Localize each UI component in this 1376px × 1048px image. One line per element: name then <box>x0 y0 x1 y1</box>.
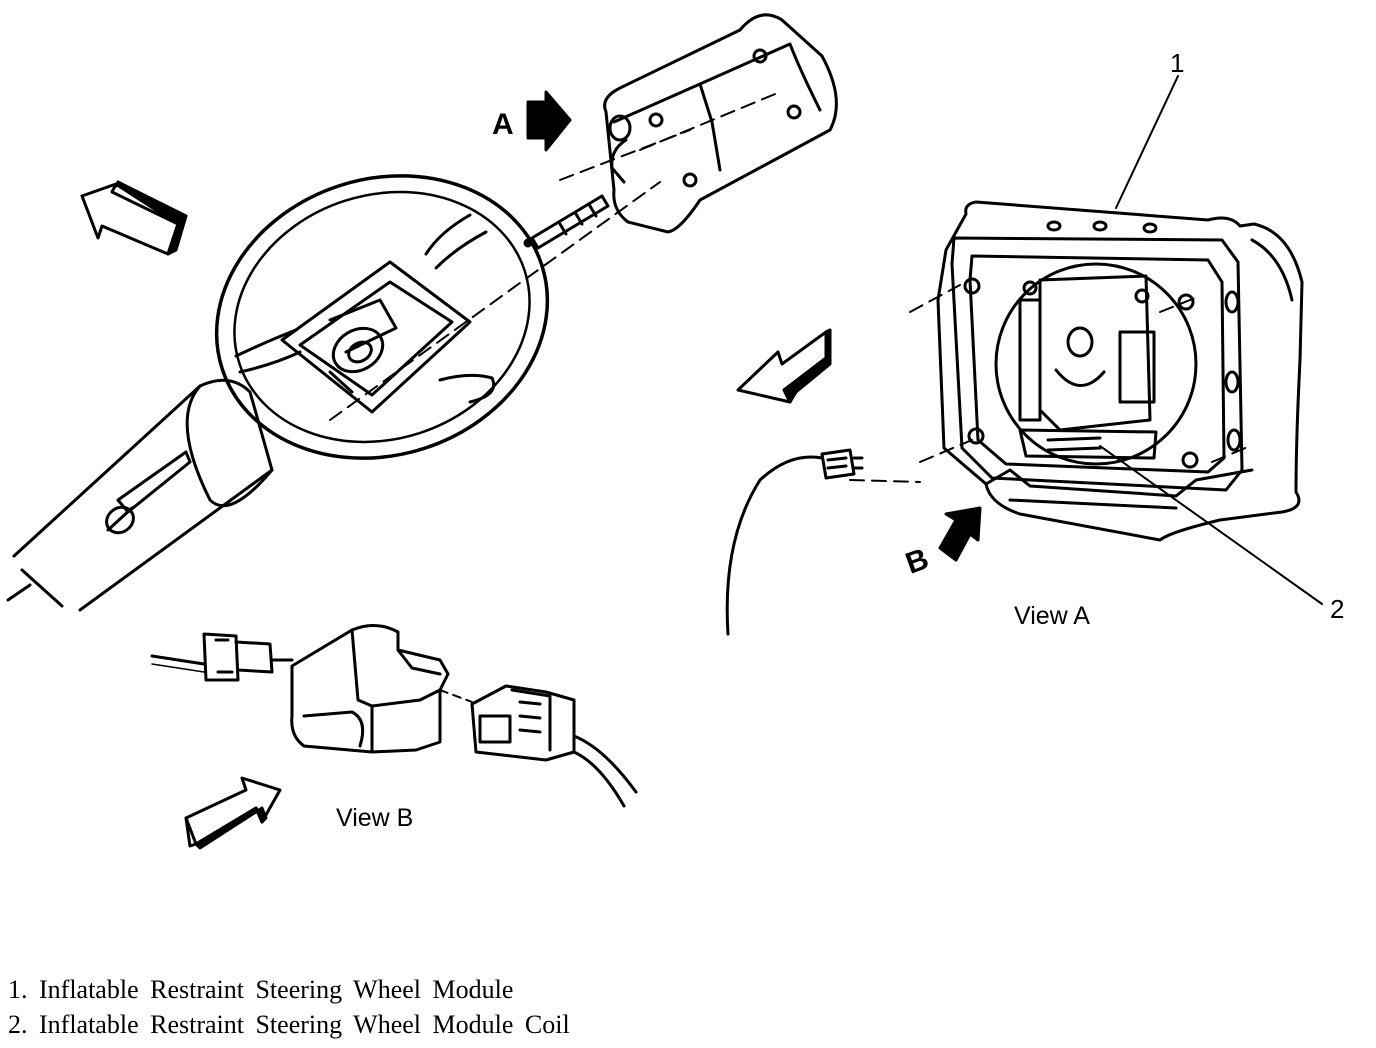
view-marker-a-label: A <box>492 108 514 141</box>
callout-1: 1 <box>1170 48 1184 78</box>
view-arrow-a <box>526 90 572 152</box>
view-b-connector <box>150 624 638 808</box>
steering-column <box>6 378 274 612</box>
direction-arrow-upper-left <box>80 180 188 256</box>
view-arrow-b <box>938 506 982 562</box>
legend-item-1: 1. Inflatable Restraint Steering Wheel M… <box>8 975 514 1004</box>
direction-arrow-lower <box>184 776 282 850</box>
steering-wheel <box>214 174 550 460</box>
parts-legend: 1. Inflatable Restraint Steering Wheel M… <box>8 972 570 1042</box>
view-marker-b-label: B <box>901 542 933 580</box>
view-a-caption: View A <box>1014 602 1090 630</box>
airbag-module-exploded <box>523 13 838 250</box>
callout-2: 2 <box>1330 594 1344 624</box>
legend-item-2: 2. Inflatable Restraint Steering Wheel M… <box>8 1010 570 1039</box>
view-a-module-rear <box>725 75 1323 636</box>
view-b-caption: View B <box>336 804 413 832</box>
direction-arrow-left <box>736 328 832 404</box>
